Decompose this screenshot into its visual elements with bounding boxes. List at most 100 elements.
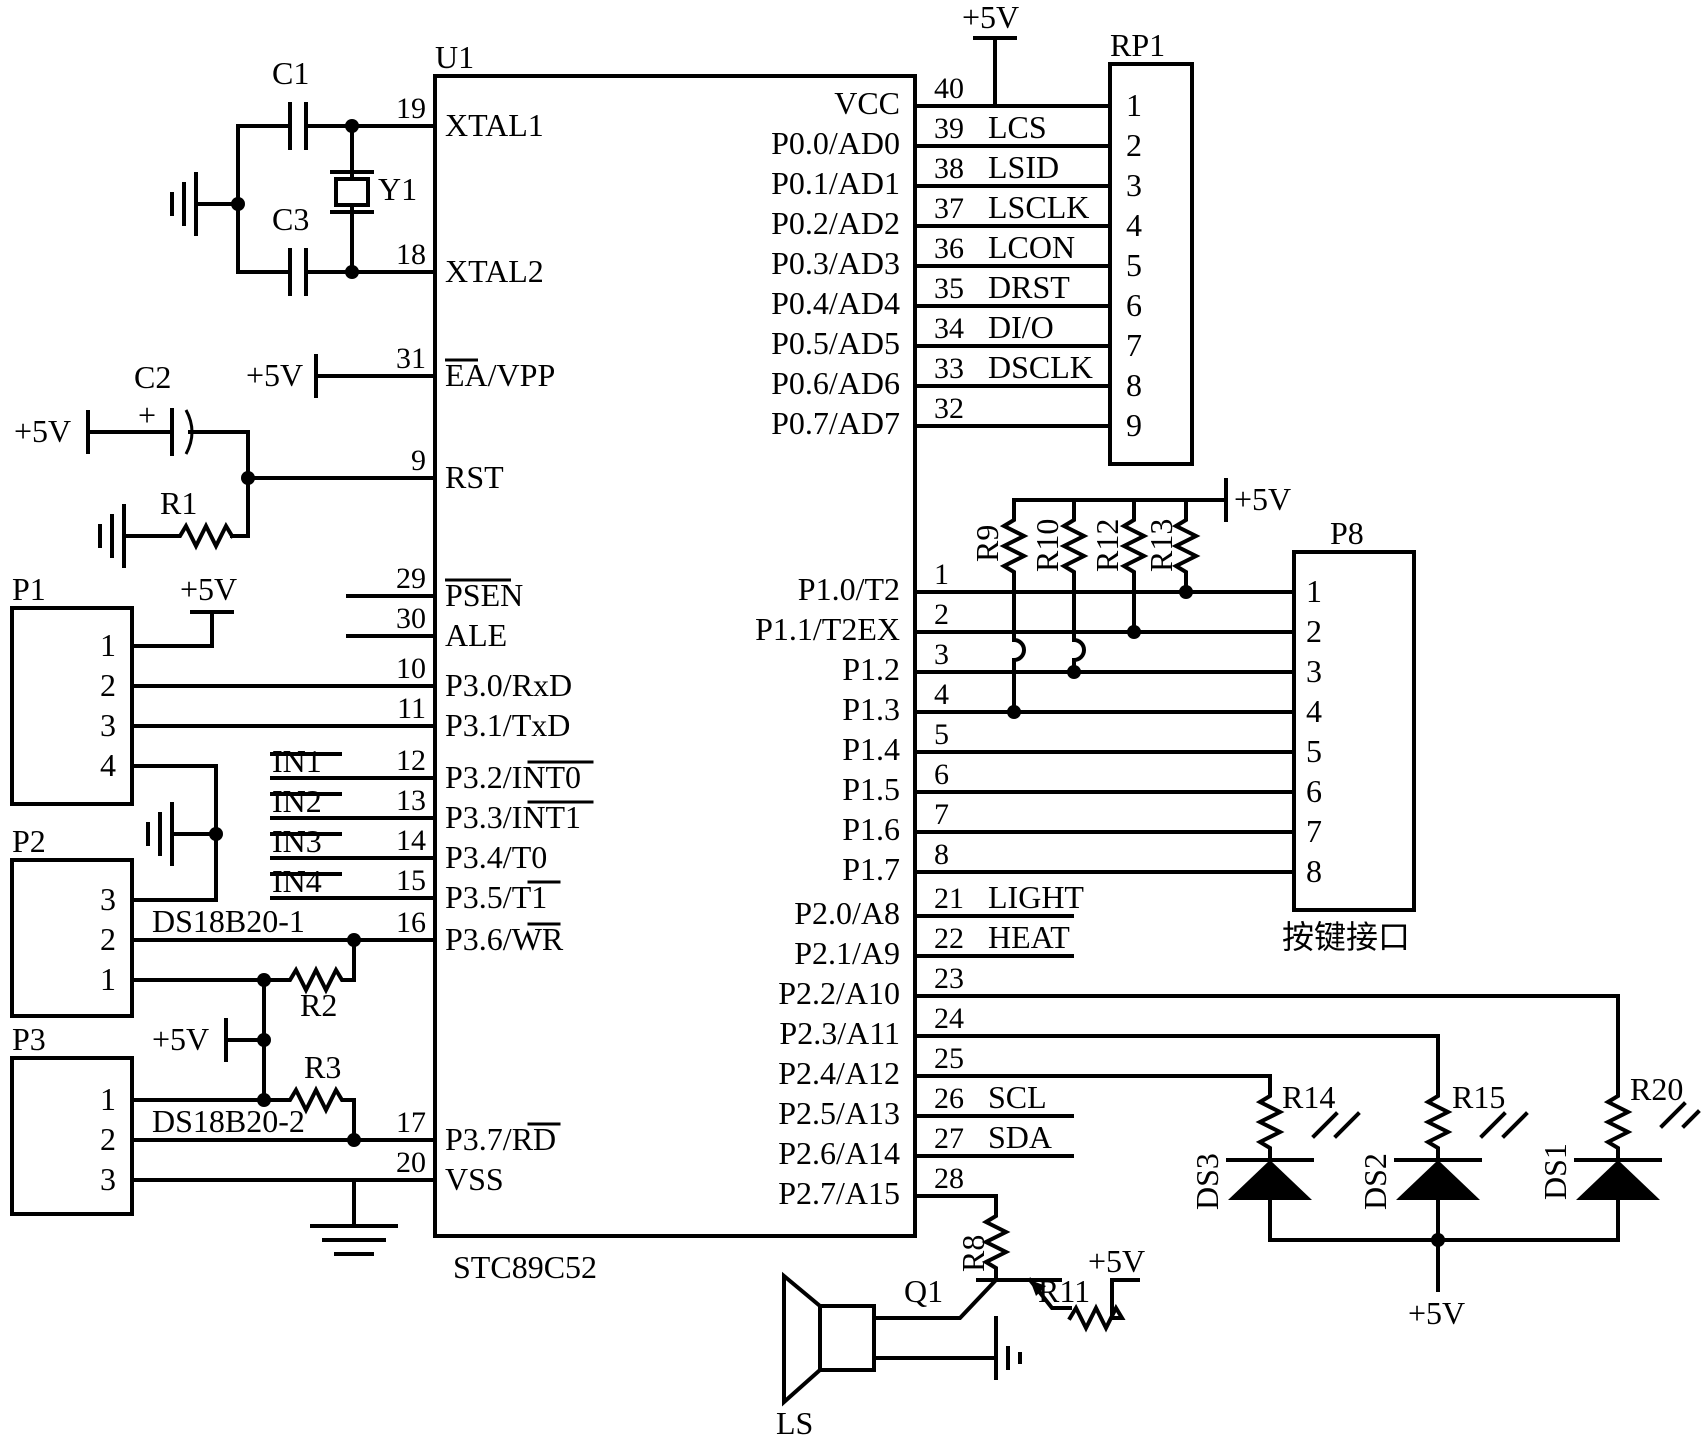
mcu-pin-name: ALE <box>445 617 507 653</box>
mcu-pin-number: 23 <box>934 962 964 995</box>
in1-label: IN1 <box>272 743 322 779</box>
net-label: DI/O <box>988 309 1054 345</box>
mcu-pin-name: P0.5/AD5 <box>771 325 900 361</box>
mcu-pin-name: P0.6/AD6 <box>771 365 900 401</box>
mcu-pin-number: 7 <box>934 798 949 831</box>
r15-label: R15 <box>1452 1079 1505 1115</box>
net-label: LCS <box>988 109 1047 145</box>
mcu-body <box>433 74 917 1238</box>
mcu-pin-number: 19 <box>396 92 426 125</box>
mcu-pin-name: P1.6 <box>842 811 900 847</box>
in3-label: IN3 <box>272 823 322 859</box>
connector-p2: P2 321 DS18B20-1 R2 +5V <box>10 823 437 1102</box>
p1-pin-number: 2 <box>100 667 116 703</box>
mcu-pin-number: 29 <box>396 562 426 595</box>
mcu-pin-name: P3.5/T1 <box>445 879 547 915</box>
mcu-pin-number: 37 <box>934 192 964 225</box>
buzzer-driver: R8 Q1 R11 +5V LS <box>776 1194 1145 1436</box>
rp1-pin-number: 6 <box>1126 287 1142 323</box>
vcc-feed: +5V <box>913 0 1112 108</box>
mcu-pin-name: P1.2 <box>842 651 900 687</box>
mcu-pin-name: P1.1/T2EX <box>755 611 900 647</box>
mcu-pin-name: P0.1/AD1 <box>771 165 900 201</box>
ea-vcc-label: +5V <box>246 357 303 393</box>
mcu-pin-number: 31 <box>396 342 426 375</box>
mcu-pin-name: P2.3/A11 <box>779 1015 900 1051</box>
c2-plus: + <box>138 397 156 433</box>
mcu-pin-name: P1.3 <box>842 691 900 727</box>
led-vcc-label: +5V <box>1408 1295 1465 1331</box>
net-label: DRST <box>988 269 1070 305</box>
mcu-pin-number: 9 <box>411 444 426 477</box>
rp1-pin-number: 9 <box>1126 407 1142 443</box>
p1-ref: P1 <box>12 571 46 607</box>
mcu-pin-number: 33 <box>934 352 964 385</box>
mcu-pin-name: P3.3/INT1 <box>445 799 581 835</box>
mcu-pin-name: P3.1/TxD <box>445 707 570 743</box>
net-label: SCL <box>988 1079 1047 1115</box>
r2-label: R2 <box>300 987 337 1023</box>
keypad-pull-ups: +5V R9 R10 R12 R13 <box>969 478 1291 719</box>
oscillator-circuit: C1 C3 Y1 <box>170 55 437 296</box>
p8-caption: 按键接口 <box>1282 919 1410 955</box>
p8-pin-number: 3 <box>1306 653 1322 689</box>
mcu-pin-name: P1.0/T2 <box>798 571 900 607</box>
ds18b20-1-label: DS18B20-1 <box>152 903 305 939</box>
pullup-vcc-label: +5V <box>1234 481 1291 517</box>
mcu-pin-name: P0.2/AD2 <box>771 205 900 241</box>
net-label: LSCLK <box>988 189 1089 225</box>
net-label: SDA <box>988 1119 1052 1155</box>
ls-label: LS <box>776 1405 813 1436</box>
p2-ref: P2 <box>12 823 46 859</box>
net-label: LCON <box>988 229 1075 265</box>
mcu-pin-name: P2.6/A14 <box>778 1135 900 1171</box>
mcu-pin-name: P3.0/RxD <box>445 667 572 703</box>
ds1-label: DS1 <box>1537 1143 1573 1200</box>
mcu-pin-number: 14 <box>396 824 426 857</box>
rp1-pin-number: 8 <box>1126 367 1142 403</box>
net-label: LIGHT <box>988 879 1084 915</box>
y1-label: Y1 <box>378 171 417 207</box>
c3-label: C3 <box>272 201 309 237</box>
r20-label: R20 <box>1630 1071 1683 1107</box>
mcu-pin-number: 10 <box>396 652 426 685</box>
mcu-pin-name: VCC <box>834 85 900 121</box>
mcu-pin-number: 13 <box>396 784 426 817</box>
mcu-pin-number: 40 <box>934 72 964 105</box>
rp1-pin-number: 7 <box>1126 327 1142 363</box>
rp1-pin-number: 4 <box>1126 207 1142 243</box>
mcu-ref: U1 <box>435 39 474 75</box>
r9-label: R9 <box>969 525 1005 562</box>
mcu-pin-name: P0.3/AD3 <box>771 245 900 281</box>
mcu-pin-number: 24 <box>934 1002 964 1035</box>
mcu-pin-number: 28 <box>934 1162 964 1195</box>
ea-pull-up: +5V <box>246 354 437 398</box>
rp1-pin-number: 2 <box>1126 127 1142 163</box>
mcu-pin-number: 11 <box>397 692 426 725</box>
p3-ref: P3 <box>12 1021 46 1057</box>
mcu-pin-number: 32 <box>934 392 964 425</box>
p2-pin-number: 2 <box>100 921 116 957</box>
mcu-pin-number: 15 <box>396 864 426 897</box>
mcu-pin-number: 12 <box>396 744 426 777</box>
p3-pin-number: 1 <box>100 1081 116 1117</box>
mcu-pin-name: P0.7/AD7 <box>771 405 900 441</box>
mcu-pin-name: XTAL1 <box>445 107 544 143</box>
int-inputs: IN1 IN2 IN3 IN4 <box>270 743 437 900</box>
connector-p3: P3 123 R3 DS18B20-2 <box>10 1021 437 1256</box>
mcu-pin-number: 21 <box>934 882 964 915</box>
mcu-pin-number: 39 <box>934 112 964 145</box>
reset-circuit: C2 + +5V R1 <box>14 359 437 568</box>
p8-pin-number: 5 <box>1306 733 1322 769</box>
r10-label: R10 <box>1029 519 1065 572</box>
led-indicators: R14 R15 R20 DS3 DS2 DS1 +5V <box>913 994 1701 1331</box>
r11-label: R11 <box>1038 1273 1090 1309</box>
rst-vcc-label: +5V <box>14 413 71 449</box>
r3-label: R3 <box>304 1049 341 1085</box>
mcu-pin-number: 1 <box>934 558 949 591</box>
